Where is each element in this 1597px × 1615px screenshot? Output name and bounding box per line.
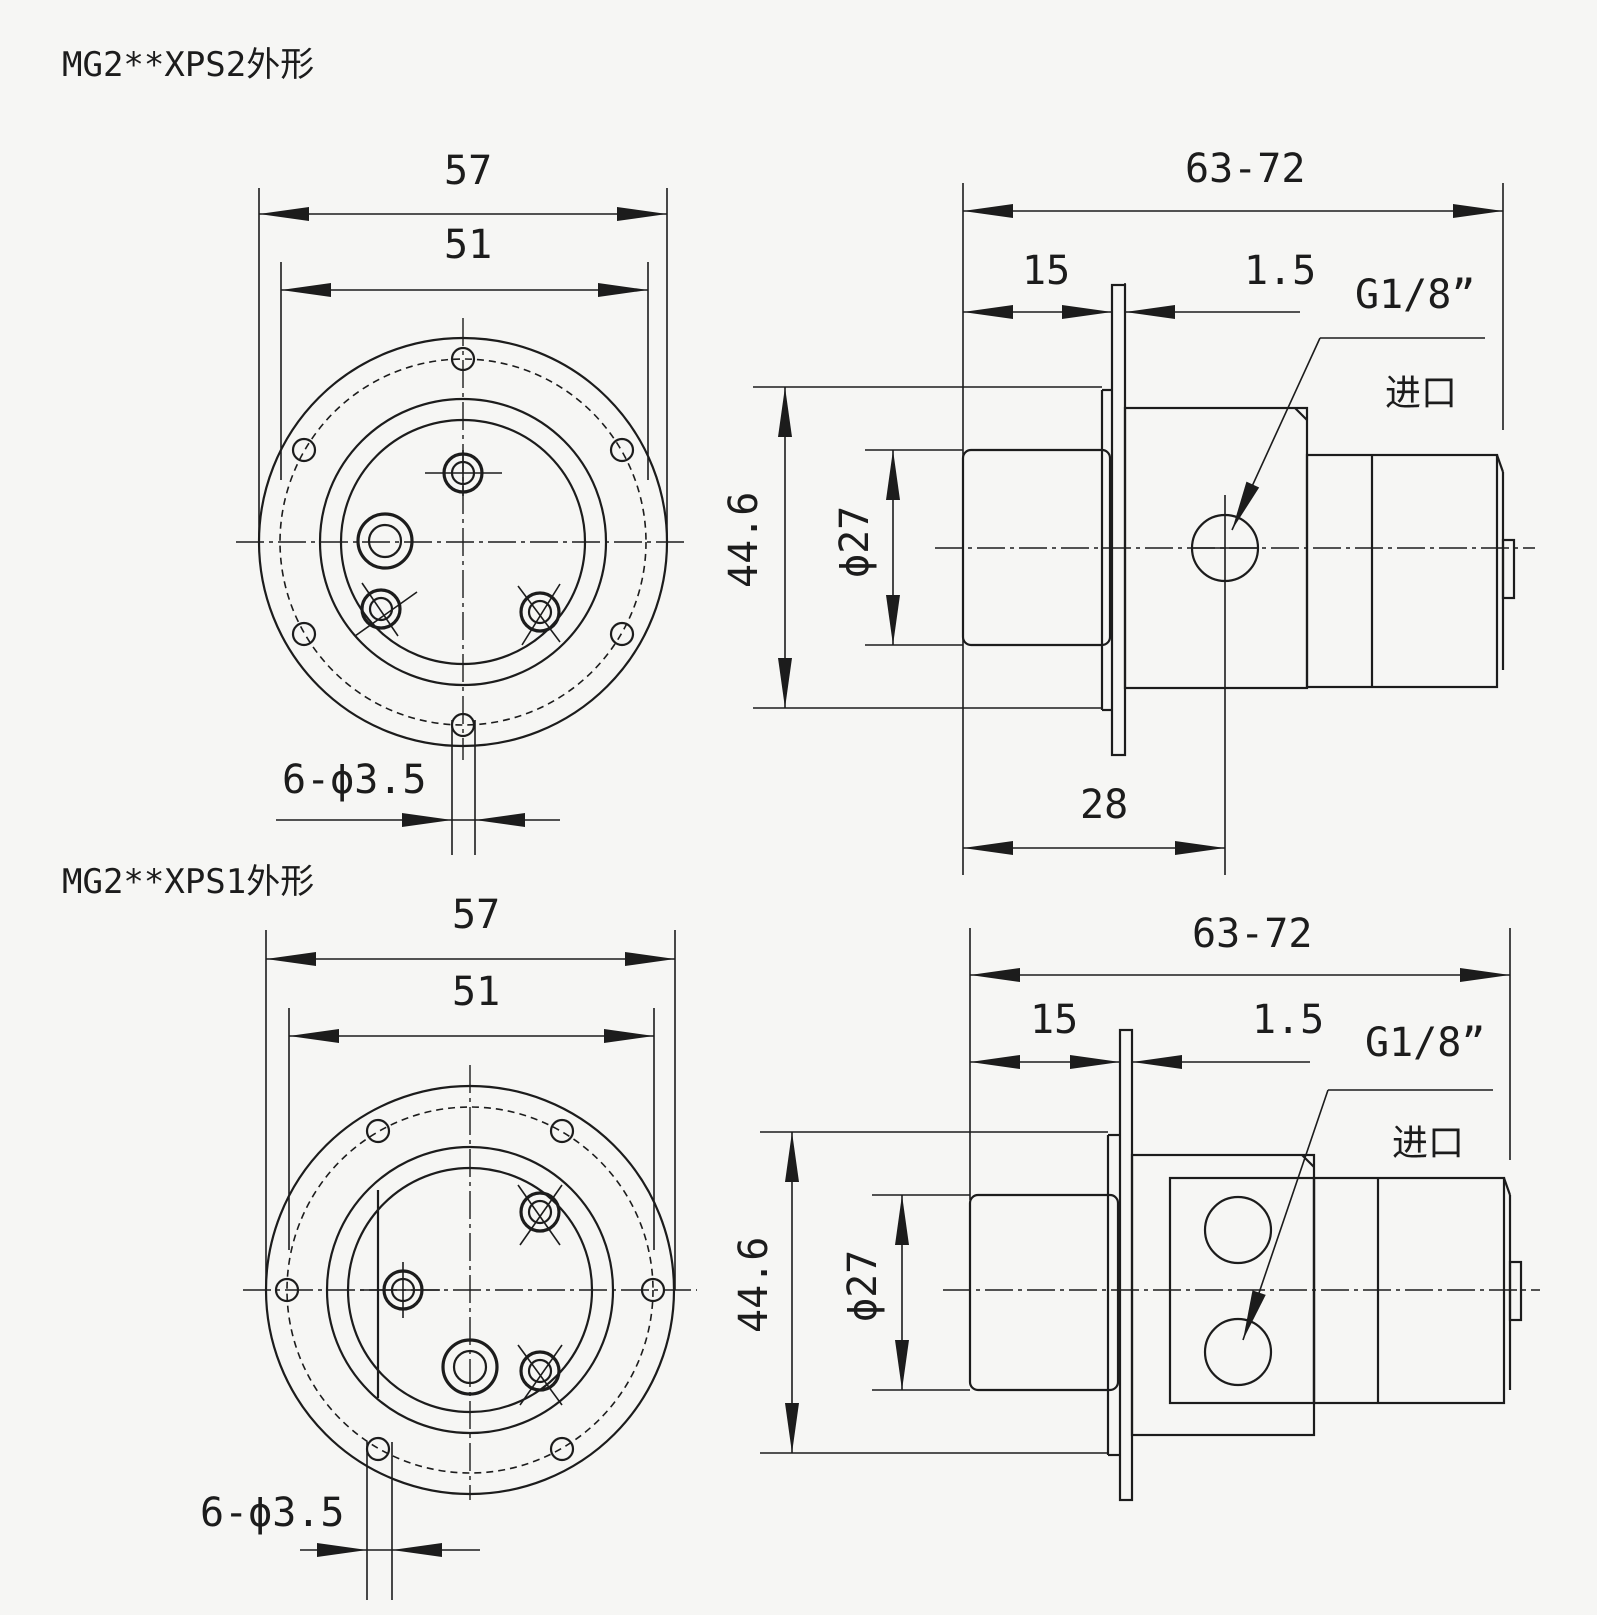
front-view: 57 51 — [236, 148, 688, 855]
port-label: G1/8” — [1365, 1020, 1485, 1066]
dim-holes: 6-ϕ3.5 — [282, 757, 427, 803]
dim-44-6: 44.6 — [721, 492, 767, 588]
bolt-circle — [279, 358, 647, 726]
outlet-port — [1203, 1195, 1273, 1265]
screw-left — [360, 1262, 440, 1318]
flange-plate — [1118, 1028, 1134, 1502]
dim-holes: 6-ϕ3.5 — [200, 1490, 345, 1536]
screw-left — [354, 582, 418, 637]
pump-end — [1305, 453, 1499, 689]
dim-57: 57 — [444, 148, 492, 194]
bolt-circle — [286, 1106, 654, 1474]
screw-top — [425, 450, 502, 496]
view-xps1: MG2**XPS1外形 57 51 — [62, 862, 1540, 1600]
shaft — [356, 512, 414, 570]
view-title: MG2**XPS2外形 — [62, 45, 314, 85]
front-view: 57 51 — [200, 892, 697, 1600]
dim-51: 51 — [444, 222, 492, 268]
screw-right — [517, 583, 561, 646]
dim-44-6: 44.6 — [731, 1237, 777, 1333]
inlet-port — [1203, 1317, 1273, 1387]
screw-upper — [517, 1184, 563, 1246]
screw-lower — [517, 1344, 563, 1406]
flange-plate — [1110, 283, 1127, 757]
motor-body — [968, 1193, 1120, 1392]
dim-1-5: 1.5 — [1244, 248, 1316, 294]
inlet-label: 进口 — [1385, 373, 1457, 414]
inlet-label: 进口 — [1392, 1123, 1464, 1164]
dim-length: 63-72 — [1185, 146, 1305, 192]
side-view: 63-72 15 1.5 — [721, 146, 1535, 875]
dim-1-5: 1.5 — [1252, 997, 1324, 1043]
dim-15: 15 — [1030, 997, 1078, 1043]
side-view: 63-72 15 1.5 44.6 — [731, 911, 1540, 1502]
dim-length: 63-72 — [1192, 911, 1312, 957]
view-title: MG2**XPS1外形 — [62, 862, 314, 902]
port-label: G1/8” — [1355, 272, 1475, 318]
dim-28: 28 — [1080, 782, 1128, 828]
dim-phi27: ϕ27 — [832, 506, 878, 578]
view-xps2: MG2**XPS2外形 57 51 — [62, 45, 1535, 875]
shaft — [441, 1338, 499, 1396]
dim-51: 51 — [452, 969, 500, 1015]
dim-phi27: ϕ27 — [840, 1250, 886, 1322]
dim-15: 15 — [1022, 248, 1070, 294]
dim-57: 57 — [452, 892, 500, 938]
pump-body — [1130, 1153, 1316, 1437]
